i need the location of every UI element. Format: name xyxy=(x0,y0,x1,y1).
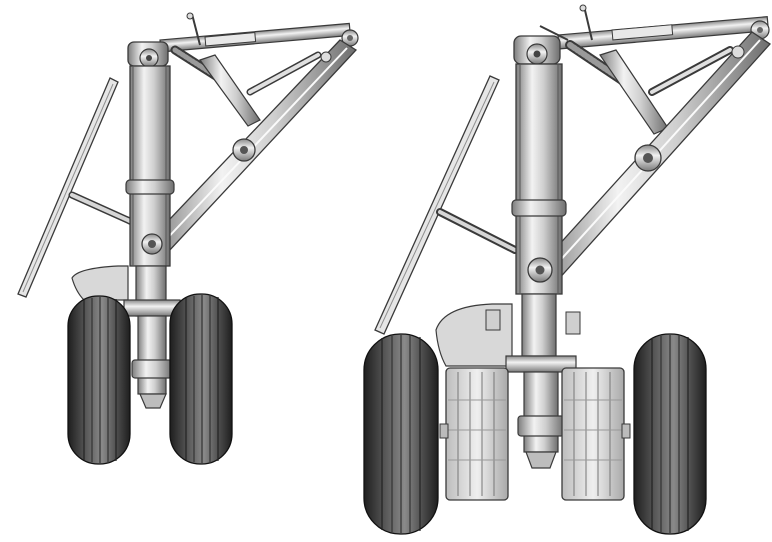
left-panel-wheel-left xyxy=(67,295,131,465)
right-main-side-brace xyxy=(534,31,771,283)
right-gear-door-strip xyxy=(374,75,500,335)
right-panel-wheel-right xyxy=(633,333,707,535)
right-axle-assembly xyxy=(505,355,577,469)
right-gear-door-panel xyxy=(435,303,513,367)
left-gear-door-panel xyxy=(71,265,129,301)
right-brake-stack-right xyxy=(561,367,631,501)
right-main-strut xyxy=(511,35,567,357)
left-main-side-brace xyxy=(148,39,358,253)
left-main-strut xyxy=(125,41,175,317)
left-upper-brace xyxy=(159,12,359,53)
right-brake-stack-left xyxy=(439,367,509,501)
left-gear-assembly xyxy=(17,12,359,465)
left-axle-assembly xyxy=(123,299,181,409)
left-panel-wheel-right xyxy=(169,293,233,465)
right-gear-assembly xyxy=(363,4,771,535)
left-gear-door-strip xyxy=(17,77,119,298)
right-panel-wheel-left xyxy=(363,333,439,535)
